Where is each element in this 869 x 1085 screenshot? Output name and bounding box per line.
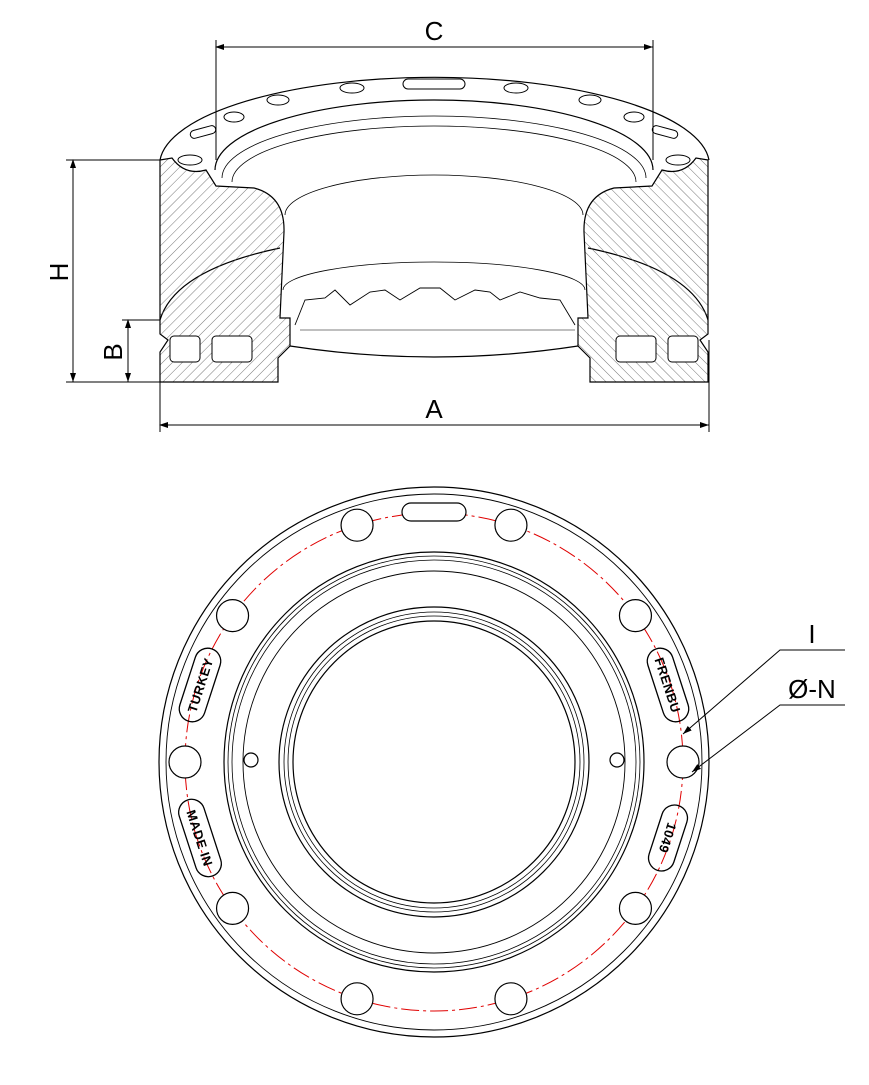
bolt-circle bbox=[184, 512, 684, 1012]
plan-view bbox=[158, 486, 710, 1038]
pin-hole-right bbox=[609, 752, 625, 768]
badge-part-number: 1049 bbox=[647, 804, 689, 872]
dimension-c-label: C bbox=[425, 16, 444, 46]
bolt-holes bbox=[168, 508, 700, 1016]
section-view bbox=[159, 76, 710, 383]
flange-outer-edge bbox=[159, 76, 710, 161]
dimension-b-label: B bbox=[98, 343, 128, 360]
svg-text:1049: 1049 bbox=[656, 821, 680, 855]
dimension-h-label: H bbox=[44, 263, 74, 282]
section-left bbox=[159, 157, 291, 383]
badge-brand: FRENBU bbox=[646, 647, 690, 723]
bolt-hole bbox=[340, 508, 374, 542]
svg-text:FRENBU: FRENBU bbox=[652, 656, 684, 715]
bolt-hole bbox=[618, 599, 653, 633]
dimension-a-label: A bbox=[425, 394, 443, 424]
svg-text:TURKEY: TURKEY bbox=[185, 656, 217, 714]
leader-lines bbox=[682, 649, 845, 773]
bolt-hole bbox=[215, 891, 250, 925]
vent-channels bbox=[169, 335, 699, 363]
svg-text:MADE IN: MADE IN bbox=[183, 808, 215, 868]
bolt-hole bbox=[168, 745, 202, 779]
bolt-hole bbox=[666, 745, 700, 779]
bolt-hole bbox=[618, 891, 653, 925]
bolt-hole bbox=[340, 982, 374, 1016]
bolt-hole bbox=[494, 982, 528, 1016]
dimension-i-label: I bbox=[808, 619, 815, 649]
badge-turkey: TURKEY bbox=[178, 647, 222, 723]
bolt-hole bbox=[494, 508, 528, 542]
center-bore bbox=[292, 620, 576, 904]
pin-hole-left bbox=[243, 752, 259, 768]
flange-holes bbox=[177, 78, 691, 166]
bolt-hole bbox=[215, 599, 250, 633]
dimension-lines bbox=[66, 40, 710, 432]
top-slot bbox=[401, 502, 467, 522]
section-right bbox=[577, 157, 709, 383]
dimension-n-label: Ø-N bbox=[788, 674, 836, 704]
badge-made-in: MADE IN bbox=[178, 798, 222, 878]
flange-inner-edge bbox=[214, 99, 654, 171]
disc-outer-edge bbox=[158, 486, 710, 1038]
